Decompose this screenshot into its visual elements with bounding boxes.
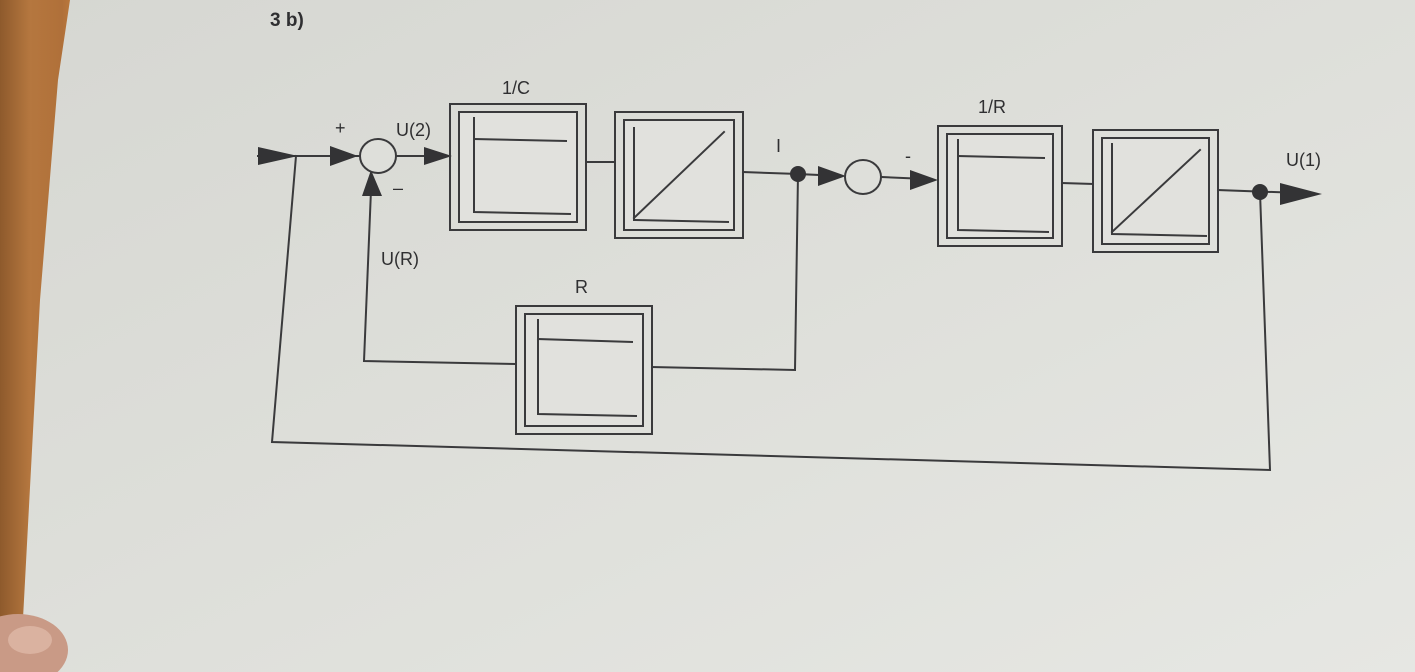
summer-1-plus-arrow [330,146,358,166]
problem-label: 3 b) [270,10,304,31]
r-feedback-in-wire [650,172,800,372]
summing-junction-1 [359,138,397,174]
summing-junction-2 [844,159,882,195]
block-r-panel [524,313,644,427]
inv-c-label: 1/C [502,78,530,98]
u2-arrow [424,147,452,165]
input-arrow [258,147,298,165]
output-arrow [1280,183,1322,205]
block-inv-r [937,125,1063,247]
integrator-2-frame [1092,129,1219,253]
block-r-frame [515,305,653,435]
current-branch-dot [790,166,806,182]
second-minus-label: - [905,146,911,166]
current-label: I [776,136,781,156]
wire-1r-integrator [1060,181,1095,186]
plus-sign-label: + [335,118,346,138]
step-curve-1r [956,154,1046,160]
summer-2-arrow [818,166,846,186]
block-inv-r-panel [946,133,1054,239]
ramp-curve-2 [1110,148,1202,234]
u2-label: U(2) [396,120,431,140]
outer-feedback-wire [270,154,1272,472]
u1-label: U(1) [1286,150,1321,170]
integrator-2-axes [1111,143,1208,238]
ur-label: U(R) [381,249,419,269]
output-branch-dot [1252,184,1268,200]
integrator-1-axes [633,127,730,224]
integrator-1-frame [614,111,744,239]
current-wire [741,170,800,176]
minus-sign-label: – [393,178,403,198]
inv-r-label: 1/R [978,97,1006,117]
block-integrator-2 [1092,129,1219,253]
step-curve-r [536,337,634,344]
paper-sheet [20,0,1415,672]
ramp-curve-1 [632,130,726,220]
block-inv-r-axes [957,139,1050,234]
block-inv-r-frame [937,125,1063,247]
fingernail [8,626,52,654]
block-r-axes [537,319,638,418]
block-inv-c-frame [449,103,587,231]
block-r-feedback [515,305,653,435]
block-inv-c [449,103,587,231]
ur-feedback-wire [362,188,518,366]
block-integrator-1 [614,111,744,239]
block-inv-c-axes [473,117,572,216]
ur-arrow [362,170,382,196]
block-inv-c-panel [458,111,578,223]
step-curve-1c [472,137,568,143]
inv-r-arrow [910,170,938,190]
r-label: R [575,277,588,297]
